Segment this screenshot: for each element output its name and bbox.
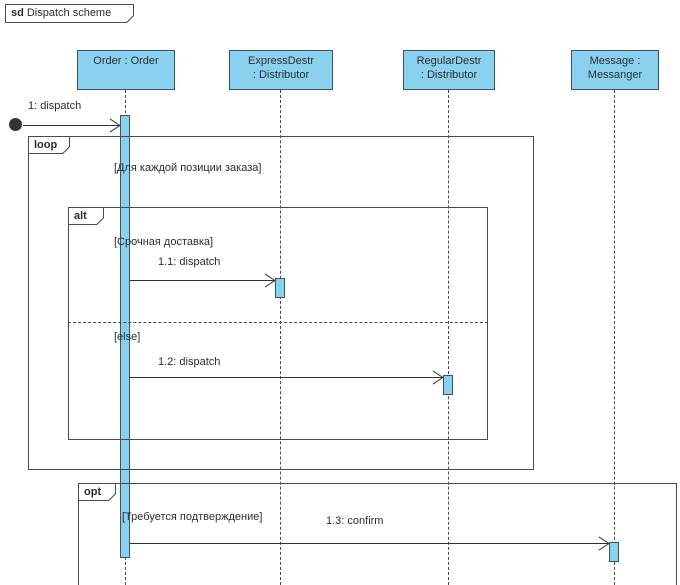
- lifeline-head-regulardestr-line2: : Distributor: [420, 69, 478, 81]
- start-marker-icon: [9, 118, 22, 131]
- fragment-alt-guard-1: [Срочная доставка]: [114, 236, 214, 248]
- lifeline-head-message: Message : Messanger: [571, 50, 659, 90]
- message-1-label: 1: dispatch: [28, 100, 82, 112]
- activation-order: [120, 115, 130, 558]
- lifeline-expressdestr: [280, 90, 281, 585]
- fragment-loop-frame: [28, 136, 534, 470]
- lifeline-head-order: Order : Order: [77, 50, 175, 90]
- lifeline-head-expressdestr: ExpressDestr : Distributor: [229, 50, 333, 90]
- lifeline-head-regulardestr: RegularDestr : Distributor: [403, 50, 495, 90]
- activation-message: [609, 542, 619, 562]
- message-1-1-label: 1.1: dispatch: [158, 256, 221, 268]
- diagram-title: Dispatch scheme: [26, 7, 112, 19]
- fragment-alt-operator: alt: [74, 209, 87, 222]
- lifeline-head-message-line1: Message :: [589, 55, 641, 67]
- message-1-2-label: 1.2: dispatch: [158, 356, 221, 368]
- fragment-opt-guard: [Требуется подтверждение]: [122, 511, 263, 523]
- lifeline-head-expressdestr-line2: : Distributor: [252, 69, 310, 81]
- lifeline-head-order-label: Order : Order: [93, 55, 159, 67]
- diagram-title-pentagon: sd Dispatch scheme: [5, 4, 134, 23]
- activation-expressdestr: [275, 278, 285, 298]
- fragment-alt-pentagon: alt: [68, 207, 104, 225]
- fragment-opt-frame: [78, 483, 677, 585]
- lifeline-regulardestr: [448, 90, 449, 585]
- fragment-alt-frame: [68, 207, 488, 440]
- fragment-alt-separator: [68, 322, 488, 323]
- activation-regulardestr: [443, 375, 453, 395]
- lifeline-head-regulardestr-line1: RegularDestr: [416, 55, 482, 67]
- fragment-alt-guard-2: [else]: [114, 331, 141, 343]
- diagram-keyword: sd: [11, 7, 24, 19]
- fragment-loop-operator: loop: [34, 138, 58, 151]
- fragment-loop-pentagon: loop: [28, 136, 70, 154]
- message-1-3-label: 1.3: confirm: [326, 515, 384, 527]
- fragment-opt-pentagon: opt: [78, 483, 116, 501]
- lifeline-message: [614, 90, 615, 585]
- lifeline-head-message-line2: Messanger: [587, 69, 643, 81]
- fragment-loop-guard: [Для каждой позиции заказа]: [114, 162, 262, 174]
- fragment-opt-operator: opt: [84, 485, 102, 498]
- lifeline-head-expressdestr-line1: ExpressDestr: [247, 55, 315, 67]
